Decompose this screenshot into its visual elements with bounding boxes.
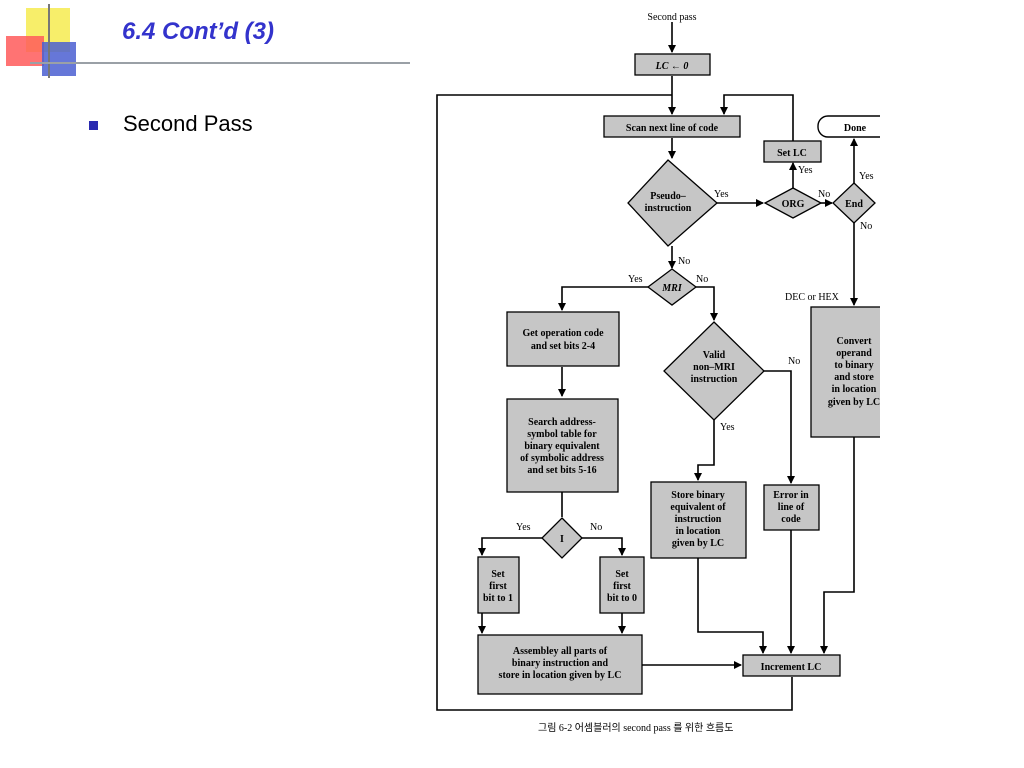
svg-text:Error in: Error in — [773, 490, 809, 501]
svg-text:line of: line of — [778, 502, 805, 513]
svg-text:binary instruction and: binary instruction and — [512, 658, 609, 669]
svg-text:End: End — [845, 199, 863, 210]
svg-text:instruction: instruction — [691, 374, 738, 385]
flow-connectors — [436, 22, 858, 711]
svg-text:Convert: Convert — [837, 336, 873, 347]
svg-text:Assembley all parts of: Assembley all parts of — [513, 646, 608, 657]
svg-text:No: No — [818, 189, 830, 200]
svg-text:I: I — [560, 534, 564, 545]
corner-vertical-line — [48, 4, 50, 78]
svg-text:and set bits 5-16: and set bits 5-16 — [527, 465, 596, 476]
node-i-decision: I — [541, 517, 583, 559]
slide-title: 6.4 Cont’d (3) — [122, 18, 275, 45]
svg-text:in location: in location — [676, 526, 721, 537]
svg-text:code: code — [781, 514, 801, 525]
flow-nodes: Second pass LC ← 0 Scan next line of cod… — [477, 12, 880, 695]
svg-text:non–MRI: non–MRI — [693, 362, 735, 373]
node-search-symbol-table: Search address- symbol table for binary … — [506, 398, 619, 493]
svg-text:bit to 0: bit to 0 — [607, 593, 637, 604]
svg-text:Increment LC: Increment LC — [761, 662, 822, 673]
node-set-bit-0: Set first bit to 0 — [599, 556, 645, 614]
svg-text:store in location given by LC: store in location given by LC — [499, 670, 622, 681]
svg-text:and store: and store — [834, 372, 874, 383]
svg-text:bit to 1: bit to 1 — [483, 593, 513, 604]
corner-square-blue — [42, 42, 76, 76]
svg-text:Yes: Yes — [628, 274, 643, 285]
svg-text:Store binary: Store binary — [671, 490, 724, 501]
node-pseudo-instruction: Pseudo– instruction — [627, 159, 718, 247]
svg-text:Pseudo–: Pseudo– — [650, 191, 687, 202]
node-end: End — [832, 182, 876, 224]
edge-labels: Yes No Yes No Yes No DEC or HEX Yes No Y… — [516, 165, 874, 533]
svg-text:No: No — [678, 256, 690, 267]
svg-text:Scan next line of code: Scan next line of code — [626, 123, 719, 134]
svg-text:instruction: instruction — [675, 514, 722, 525]
svg-text:Get operation code: Get operation code — [522, 328, 604, 339]
svg-text:of symbolic address: of symbolic address — [520, 453, 604, 464]
svg-text:symbol table for: symbol table for — [527, 429, 597, 440]
title-divider — [30, 62, 410, 64]
node-convert-operand: Convert operand to binary and store in l… — [810, 306, 880, 438]
start-label: Second pass — [647, 12, 696, 23]
node-assemble-parts: Assembley all parts of binary instructio… — [477, 634, 643, 695]
svg-text:Yes: Yes — [720, 422, 735, 433]
corner-square-red — [6, 36, 44, 66]
svg-text:operand: operand — [836, 348, 872, 359]
svg-text:Valid: Valid — [703, 350, 726, 361]
svg-text:equivalent of: equivalent of — [670, 502, 726, 513]
node-mri: MRI — [646, 268, 698, 306]
svg-text:Yes: Yes — [516, 522, 531, 533]
node-scan-next-line: Scan next line of code — [603, 115, 741, 138]
svg-text:given by LC: given by LC — [828, 397, 880, 408]
svg-text:to binary: to binary — [834, 360, 873, 371]
node-get-operation-code: Get operation code and set bits 2-4 — [506, 311, 620, 367]
svg-text:Search address-: Search address- — [528, 417, 596, 428]
svg-text:given by LC: given by LC — [672, 538, 724, 549]
svg-text:binary equivalent: binary equivalent — [524, 441, 600, 452]
svg-text:and set bits 2-4: and set bits 2-4 — [531, 341, 595, 352]
node-done: Done — [817, 115, 880, 138]
svg-text:No: No — [590, 522, 602, 533]
svg-text:first: first — [489, 581, 507, 592]
figure-caption: 그림 6-2 어셈블러의 second pass 를 위한 흐름도 — [538, 721, 733, 734]
svg-text:instruction: instruction — [645, 203, 692, 214]
svg-text:Done: Done — [844, 123, 867, 134]
node-org: ORG — [763, 187, 823, 219]
svg-text:first: first — [613, 581, 631, 592]
svg-text:Set: Set — [615, 569, 629, 580]
node-lc-zero: LC ← 0 — [634, 53, 711, 76]
bullet-marker — [89, 121, 98, 130]
svg-text:No: No — [860, 221, 872, 232]
node-set-bit-1: Set first bit to 1 — [477, 556, 520, 614]
svg-text:Yes: Yes — [798, 165, 813, 176]
node-increment-lc: Increment LC — [742, 654, 841, 677]
svg-text:ORG: ORG — [782, 199, 805, 210]
bullet-item: Second Pass — [123, 111, 253, 136]
svg-text:Set: Set — [491, 569, 505, 580]
node-valid-nonmri: Valid non–MRI instruction — [663, 321, 765, 421]
svg-text:LC ← 0: LC ← 0 — [655, 61, 689, 72]
svg-text:MRI: MRI — [661, 283, 683, 294]
node-store-binary: Store binary equivalent of instruction i… — [650, 481, 747, 559]
second-pass-flowchart: Second pass LC ← 0 Scan next line of cod… — [436, 12, 880, 734]
node-set-lc: Set LC — [763, 140, 822, 163]
svg-text:Set LC: Set LC — [777, 148, 807, 159]
svg-text:No: No — [788, 356, 800, 367]
svg-text:Yes: Yes — [859, 171, 874, 182]
svg-text:Yes: Yes — [714, 189, 729, 200]
svg-text:No: No — [696, 274, 708, 285]
svg-text:in location: in location — [832, 384, 877, 395]
svg-text:DEC or HEX: DEC or HEX — [785, 292, 840, 303]
node-error-in-line: Error in line of code — [763, 484, 820, 531]
